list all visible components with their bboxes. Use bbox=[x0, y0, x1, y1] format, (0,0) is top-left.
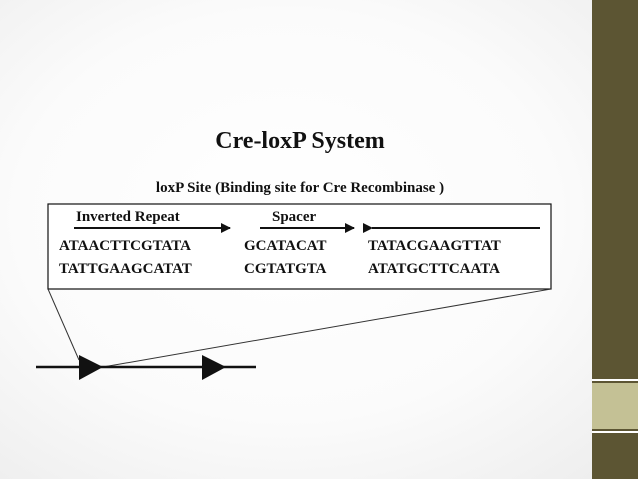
loxp-sequence-box bbox=[47, 203, 552, 290]
top-strand-reverse-repeat: TATACGAAGTTAT bbox=[368, 238, 501, 254]
spacer-label: Spacer bbox=[272, 209, 317, 225]
top-strand-spacer: GCATACAT bbox=[244, 238, 327, 254]
slide-title: Cre-loxP System bbox=[215, 128, 385, 154]
decorative-sidebar bbox=[592, 0, 638, 479]
sidebar-divider bbox=[592, 379, 638, 381]
loxp-site-triangle bbox=[79, 355, 103, 380]
loxp-site-triangle bbox=[202, 355, 226, 380]
top-strand-inverted-repeat: ATAACTTCGTATA bbox=[59, 238, 191, 254]
zoom-line-left bbox=[47, 288, 80, 361]
loxp-diagram: Inverted Repeat Spacer ATAACTTCGTATA GCA… bbox=[36, 203, 552, 380]
sidebar-accent-block bbox=[592, 383, 638, 429]
sidebar-divider bbox=[592, 431, 638, 433]
bottom-strand-inverted-repeat: TATTGAAGCATAT bbox=[59, 261, 192, 277]
loxp-subtitle: loxP Site (Binding site for Cre Recombin… bbox=[155, 180, 445, 196]
inverted-repeat-label: Inverted Repeat bbox=[76, 209, 180, 225]
bottom-strand-reverse-repeat: ATATGCTTCAATA bbox=[368, 261, 500, 277]
bottom-strand-spacer: CGTATGTA bbox=[244, 261, 327, 277]
zoom-line-right bbox=[102, 288, 552, 368]
